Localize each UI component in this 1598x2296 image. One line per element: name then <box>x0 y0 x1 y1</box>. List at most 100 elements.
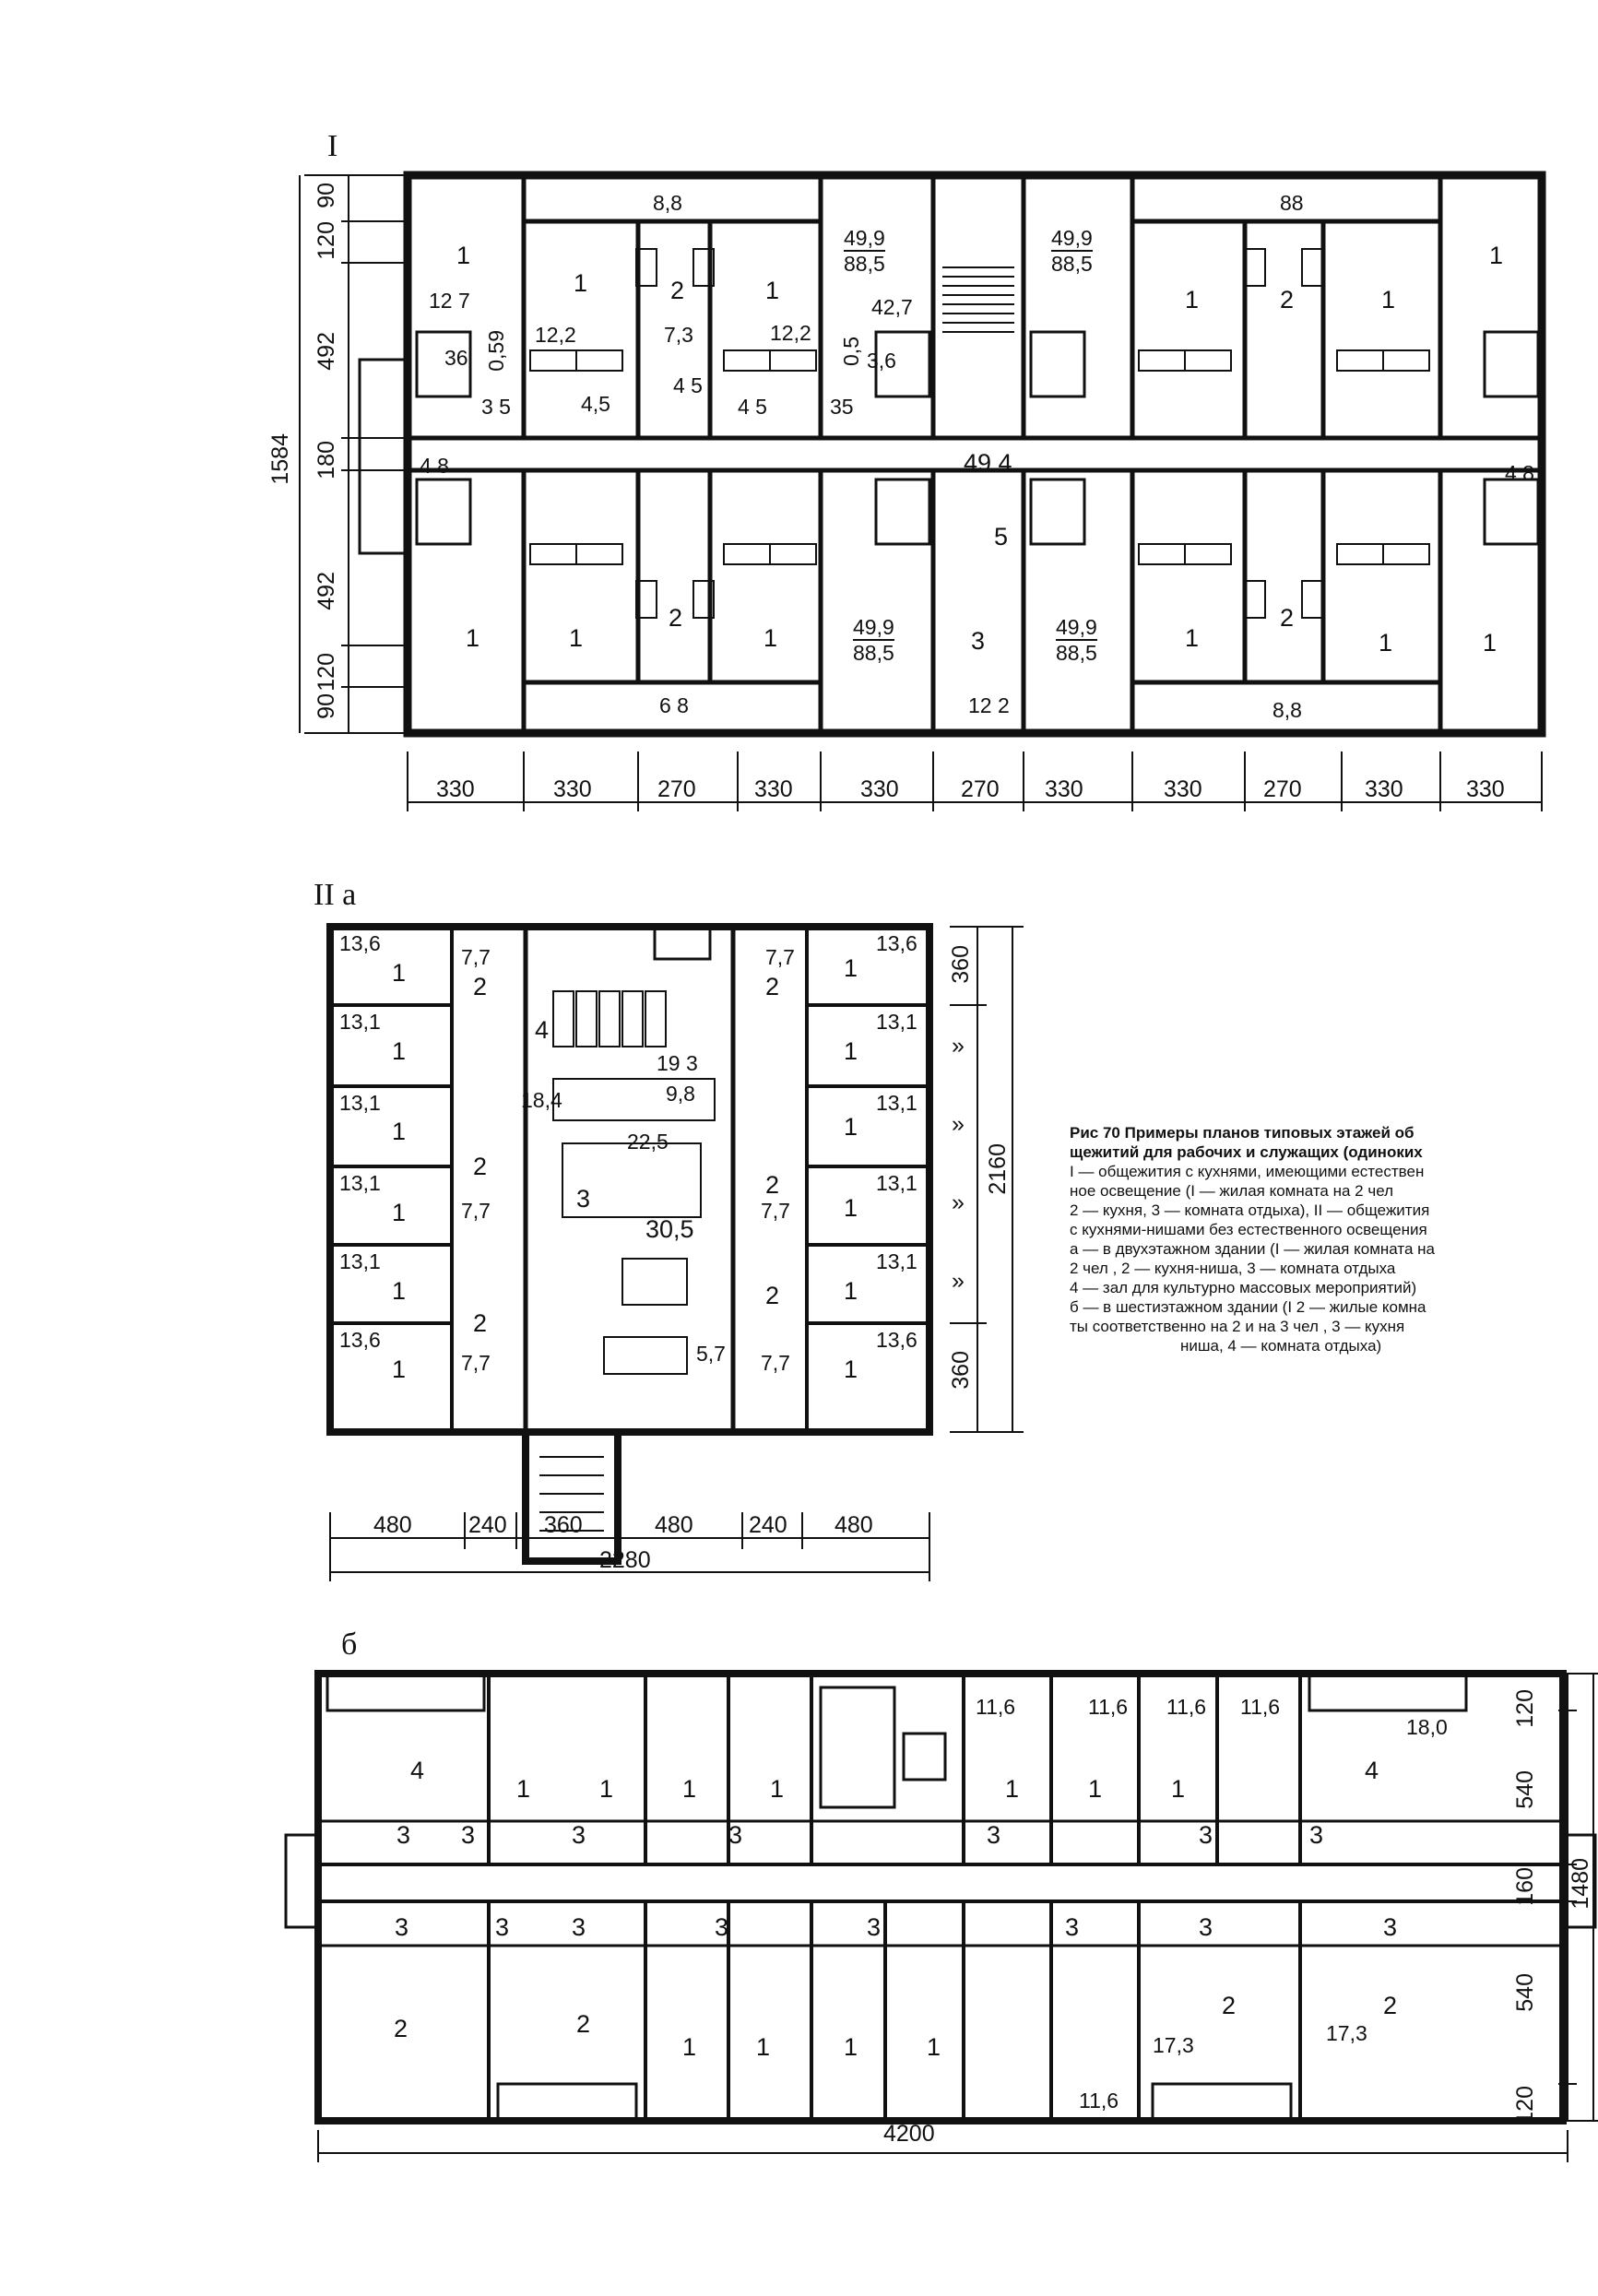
plan-IIa-left-area-3: 13,1 <box>339 1091 381 1115</box>
plan-I-drawing <box>299 171 1546 811</box>
plan-IIa-dim-5: 240 <box>749 1512 787 1538</box>
plan-I-lower-room-10: 1 <box>1483 629 1497 657</box>
fraction-numerator: 49,9 <box>844 226 885 252</box>
plan-I-upper-room-8: 1 <box>1489 242 1504 269</box>
plan-I-area-15: 4 5 <box>738 395 767 419</box>
plan-I-upper-room-2: 1 <box>574 269 588 297</box>
plan-b-rightdim-1: 120 <box>1512 1689 1538 1728</box>
plan-IIa-label: II а <box>314 878 357 912</box>
caption-line: б — в шестиэтажном здании (I 2 — жилые к… <box>1070 1298 1426 1316</box>
plan-IIa-rightdim-1: 360 <box>948 945 974 984</box>
plan-b-area-2: 11,6 <box>1088 1695 1129 1719</box>
plan-I-dim-11: 330 <box>1466 776 1505 802</box>
plan-IIa-dim-1: 480 <box>373 1512 412 1538</box>
plan-I-fraction-2: 49,9 88,5 <box>1051 226 1093 276</box>
plan-I-area-6: 12,2 <box>770 321 811 345</box>
plan-IIa-right-room-5: 1 <box>844 1277 858 1305</box>
fraction-denominator: 88,5 <box>1056 641 1097 665</box>
plan-IIa-overall-height: 2160 <box>985 1143 1011 1195</box>
caption-line: ты соответственно на 2 и на 3 чел , 3 — … <box>1070 1318 1405 1335</box>
plan-IIa-left-room-4: 1 <box>392 1199 407 1226</box>
fraction-denominator: 88,5 <box>844 252 885 276</box>
fraction-numerator: 49,9 <box>1051 226 1093 252</box>
plan-IIa-rightdim-3: » <box>952 1111 965 1137</box>
plan-I-area-1: 8,8 <box>653 191 682 215</box>
plan-I-leftdim-180: 180 <box>314 441 339 479</box>
plan-I-leftdim-90b: 90 <box>314 693 339 719</box>
plan-I-dim-1: 330 <box>436 776 475 802</box>
plan-IIa-left-room-3: 1 <box>392 1118 407 1145</box>
plan-I-area-3: 12 7 <box>429 289 470 313</box>
caption-line: ниша, 4 — комната отдыха) <box>1180 1337 1382 1355</box>
plan-I-upper-room-3: 2 <box>670 277 685 304</box>
plan-b-drawing <box>284 1670 1598 2162</box>
plan-I-area-19: 6 8 <box>659 693 689 717</box>
plan-IIa-right-room-6: 1 <box>844 1355 858 1383</box>
plan-b-lower-1: 3 <box>395 1913 409 1941</box>
plan-I-fraction-1: 49,9 88,5 <box>844 226 885 276</box>
plan-IIa-dim-6: 480 <box>835 1512 873 1538</box>
plan-I-lower-room-3: 2 <box>669 604 683 632</box>
plan-IIa-left-area-5: 13,1 <box>339 1249 381 1273</box>
plan-b-lower-7: 3 <box>1199 1913 1213 1941</box>
plan-I-area-4: 12,2 <box>535 323 576 347</box>
plan-IIa-right-room-1: 1 <box>844 954 858 982</box>
plan-b-lower-10: 2 <box>576 2010 591 2038</box>
plan-I-area-7: 42,7 <box>871 295 913 319</box>
plan-I-upper-room-7: 1 <box>1381 286 1396 314</box>
plan-I-area-12: 3 5 <box>481 395 511 419</box>
plan-b-lower-14: 1 <box>927 2033 941 2061</box>
plan-IIa-area-8: 9,8 <box>666 1082 695 1106</box>
plan-I-dim-9: 270 <box>1263 776 1302 802</box>
plan-IIa-overall-width: 2280 <box>599 1547 651 1573</box>
plan-I-dim-2: 330 <box>553 776 592 802</box>
plan-I-dim-8: 330 <box>1164 776 1202 802</box>
plan-b-upper-1: 4 <box>410 1757 425 1784</box>
plan-b-upper-4: 1 <box>682 1775 697 1803</box>
plan-b-lower-4: 3 <box>715 1913 729 1941</box>
plan-b-upper-10: 3 <box>397 1821 411 1849</box>
plan-IIa-area-1: 7,7 <box>461 945 491 969</box>
plan-IIa-right-area-5: 13,1 <box>876 1249 917 1273</box>
plan-b-upper-8: 1 <box>1171 1775 1186 1803</box>
plan-I-lower-room-7: 1 <box>1185 624 1200 652</box>
plan-IIa-right-area-1: 13,6 <box>876 931 917 955</box>
plan-I-leftdim-492b: 492 <box>314 572 339 610</box>
plan-IIa-area-10: 22,5 <box>627 1130 669 1154</box>
plan-IIa-dim-3: 360 <box>544 1512 583 1538</box>
plan-IIa-right-room-3: 1 <box>844 1113 858 1141</box>
plan-IIa-area-3: 7,7 <box>461 1199 491 1223</box>
plan-IIa-rest-label: 3 <box>576 1185 591 1213</box>
caption-line: 2 — кухня, 3 — комната отдыха), II — общ… <box>1070 1201 1430 1219</box>
plan-I-area-2: 88 <box>1280 191 1304 215</box>
plan-b-upper-14: 3 <box>987 1821 1001 1849</box>
plan-I-dim-7: 330 <box>1045 776 1083 802</box>
plan-I-lower-room-4: 1 <box>763 624 778 652</box>
plan-b-lower-3: 3 <box>572 1913 586 1941</box>
plan-b-lower-5: 3 <box>867 1913 882 1941</box>
plan-I-leftdim-90: 90 <box>314 183 339 208</box>
plan-I-label: I <box>327 129 338 163</box>
plan-I-lower-room-5: 3 <box>971 627 986 655</box>
figure-caption: Рис 70 Примеры планов типовых этажей об … <box>1070 1123 1586 1355</box>
plan-b-lower-13: 1 <box>844 2033 858 2061</box>
plan-IIa-kitchen-4: 2 <box>765 973 780 1000</box>
plan-b-upper-13: 3 <box>728 1821 743 1849</box>
plan-IIa-left-room-5: 1 <box>392 1277 407 1305</box>
plan-I-leftdim-492a: 492 <box>314 332 339 371</box>
caption-line: щежитий для рабочих и служащих (одиноких <box>1070 1143 1423 1161</box>
plan-IIa-right-room-4: 1 <box>844 1194 858 1222</box>
plan-I-lower-room-6: 5 <box>994 523 1009 550</box>
plan-IIa-right-room-2: 1 <box>844 1037 858 1065</box>
plan-IIa-area-7: 19 3 <box>657 1051 698 1075</box>
plan-I-fraction-4: 49,9 88,5 <box>1056 615 1097 665</box>
plan-IIa-area-5: 7,7 <box>461 1351 491 1375</box>
fraction-denominator: 88,5 <box>1051 252 1093 276</box>
plan-IIa-left-room-1: 1 <box>392 959 407 987</box>
plan-b-overall-width: 4200 <box>883 2121 935 2147</box>
plan-I-area-21: 12 2 <box>968 693 1010 717</box>
plan-I-dim-4: 330 <box>754 776 793 802</box>
plan-I-upper-room-1: 1 <box>456 242 471 269</box>
plan-I-area-20: 8,8 <box>1272 698 1302 722</box>
plan-b-label: б <box>341 1627 358 1662</box>
